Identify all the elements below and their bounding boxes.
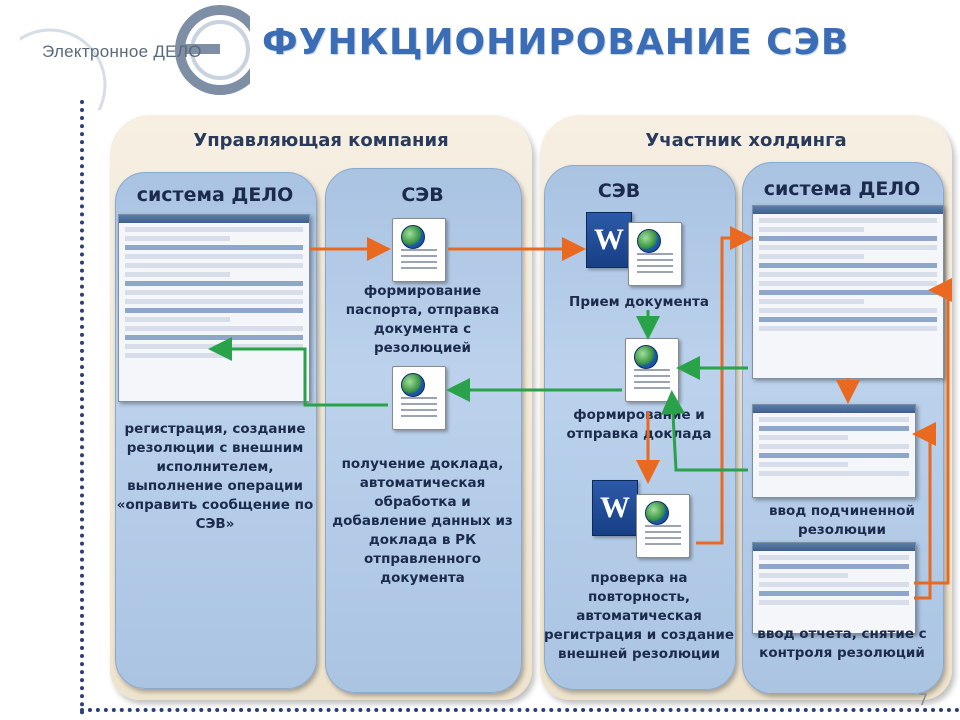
column-title-delo-right: система ДЕЛО [763, 178, 921, 200]
column-title-sev-left: СЭВ [401, 184, 444, 206]
step-report-input: ввод отчета, снятие с контроля резолюций [757, 626, 927, 661]
step-receive-report: получение доклада, автоматическая обрабо… [332, 456, 513, 586]
document-globe-icon [392, 218, 446, 282]
logo-emblem [20, 5, 250, 110]
screenshot-report-input [752, 542, 916, 634]
screenshot-delo-registration [118, 214, 310, 402]
step-check-register: проверка на повторность, автоматическая … [544, 570, 735, 662]
decorative-dotted-horizontal [80, 708, 960, 712]
page-title: ФУНКЦИОНИРОВАНИЕ СЭВ [262, 22, 850, 63]
screenshot-sub-resolution [752, 404, 916, 498]
step-receive-document: Прием документа [569, 294, 709, 310]
column-title-sev-right: СЭВ [597, 180, 641, 202]
document-globe-icon [392, 366, 446, 430]
word-document-icon: W [592, 480, 638, 536]
step-registration: регистрация, создание резолюции с внешни… [116, 421, 314, 532]
screenshot-delo-incoming [752, 205, 944, 379]
column-title-delo-left: система ДЕЛО [136, 184, 294, 206]
document-globe-icon [628, 222, 682, 286]
arrow-sev-to-delo [208, 337, 388, 407]
decorative-dotted-vertical [80, 100, 84, 715]
logo-text: Электронное ДЕЛО [42, 42, 202, 61]
document-globe-icon [636, 494, 690, 558]
step-form-passport: формирование паспорта, отправка документ… [345, 283, 500, 356]
word-document-icon: W [586, 212, 632, 268]
arrow-report-loop [912, 422, 936, 600]
arrow-check-to-delo [696, 226, 754, 545]
panel-title-managing-company: Управляющая компания [193, 130, 449, 151]
step-sub-resolution: ввод подчиненной резолюции [768, 503, 916, 538]
arrow-report-to-form [660, 390, 748, 472]
page-number: 7 [918, 690, 929, 709]
panel-title-holding-member: Участник холдинга [645, 130, 847, 151]
